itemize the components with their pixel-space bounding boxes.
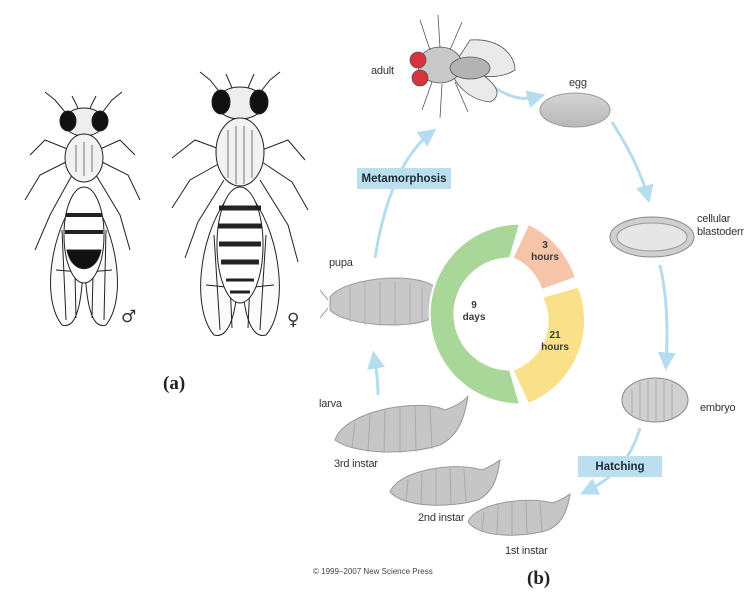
metamorphosis-box: Metamorphosis bbox=[357, 168, 451, 189]
arrow-cellular-embryo bbox=[660, 265, 667, 365]
stage-label-blastoderm: blastoderm bbox=[697, 226, 744, 238]
stage-label-cellular: cellular bbox=[697, 213, 730, 225]
panel-b-label: (b) bbox=[527, 568, 550, 590]
pupa-drawing bbox=[320, 278, 443, 326]
copyright-text: © 1999–2007 New Science Press bbox=[313, 567, 433, 576]
embryo-drawing bbox=[622, 378, 688, 422]
arrow-adult-egg bbox=[495, 88, 540, 98]
adult-fly-drawing bbox=[410, 15, 515, 118]
stage-label-2nd-instar: 2nd instar bbox=[418, 512, 464, 524]
egg-drawing bbox=[540, 93, 610, 127]
stage-label-larva: larva bbox=[319, 398, 342, 410]
male-fly-drawing bbox=[25, 92, 140, 326]
stage-label-pupa: pupa bbox=[329, 257, 353, 269]
hatching-box: Hatching bbox=[578, 456, 662, 477]
panel-a-label: (a) bbox=[163, 373, 185, 395]
stage-label-adult: adult bbox=[371, 65, 394, 77]
arrow-egg-cellular bbox=[612, 122, 648, 198]
stage-label-embryo: embryo bbox=[700, 402, 735, 414]
female-symbol: ♀ bbox=[287, 310, 299, 330]
arrow-pupa-adult bbox=[375, 132, 432, 258]
blastoderm-drawing bbox=[610, 217, 694, 257]
female-fly-drawing bbox=[172, 72, 308, 335]
larva-3rd-drawing bbox=[335, 396, 468, 453]
larva-2nd-drawing bbox=[390, 460, 500, 506]
larva-1st-drawing bbox=[468, 494, 570, 536]
male-symbol: ♂ bbox=[121, 307, 136, 327]
stage-label-egg: egg bbox=[569, 77, 587, 89]
stage-label-1st-instar: 1st instar bbox=[505, 545, 548, 557]
stage-label-3rd-instar: 3rd instar bbox=[334, 458, 378, 470]
arrow-larva-pupa bbox=[374, 356, 378, 395]
